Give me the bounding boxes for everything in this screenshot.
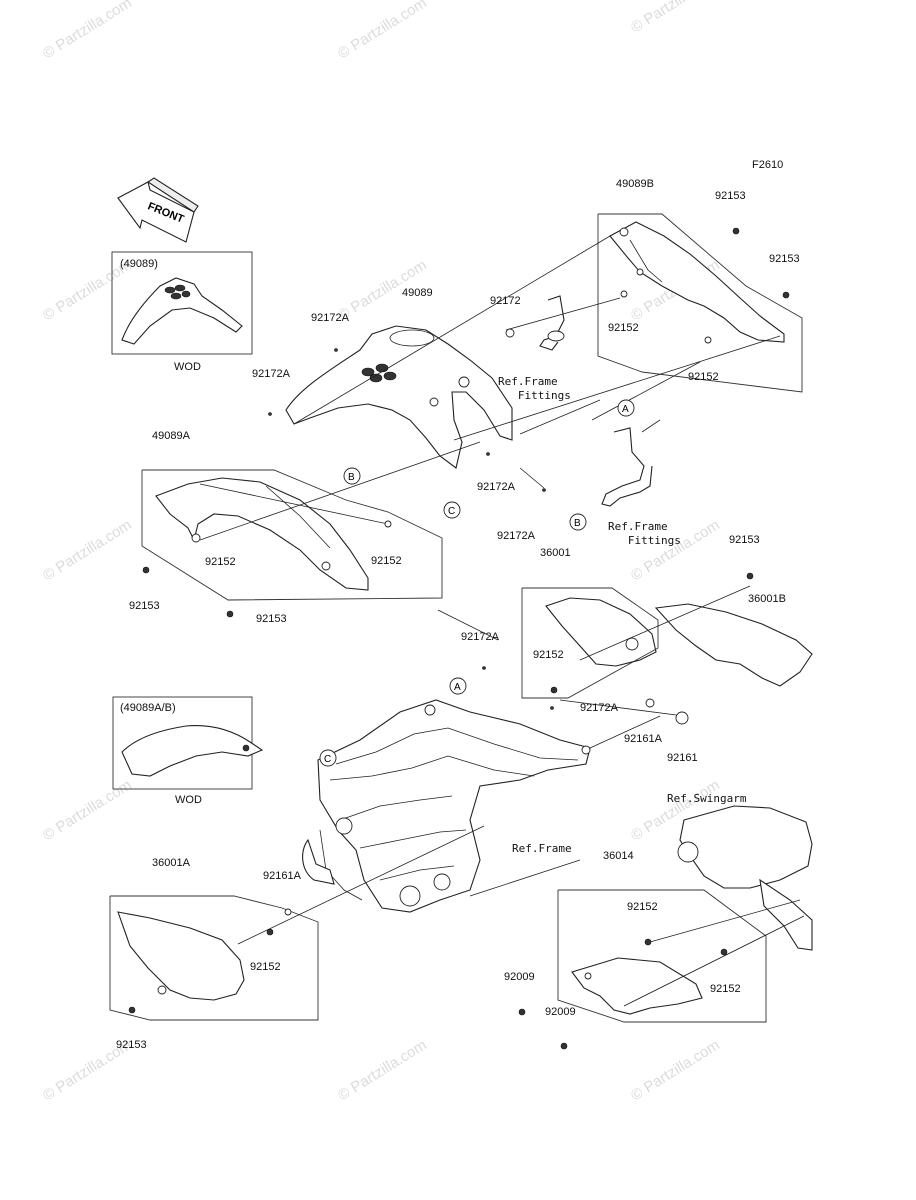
cover-49089-variant	[121, 277, 243, 345]
ref-frame: Ref.Frame	[512, 842, 572, 855]
side-cover-49089b	[609, 221, 785, 343]
callout-b-right: B	[569, 513, 587, 531]
variant-box-49089	[111, 251, 253, 355]
cover-49089ab-variant	[121, 725, 264, 777]
side-panel-36001a	[117, 911, 245, 1001]
box-36001a	[109, 895, 319, 1021]
part-label: 92153	[256, 613, 287, 625]
frame-fitting-a	[539, 295, 565, 351]
part-label: 92161A	[263, 870, 301, 882]
part-label: 92009	[545, 1006, 576, 1018]
part-label: 92152	[608, 322, 639, 334]
part-label: 36001A	[152, 857, 190, 869]
swingarm	[677, 805, 813, 951]
box-36001	[521, 587, 659, 699]
part-label: 92172A	[497, 530, 535, 542]
variant-code-mid: (49089A/B)	[120, 702, 176, 714]
box-36014	[557, 889, 767, 1023]
part-label: 92172A	[580, 702, 618, 714]
part-label: 92153	[715, 190, 746, 202]
variant-code-top: (49089)	[120, 258, 158, 270]
ref-swingarm: Ref.Swingarm	[667, 792, 747, 805]
part-label: 92152	[688, 371, 719, 383]
svg-text:A: A	[454, 682, 461, 693]
motorcycle-frame	[302, 699, 591, 913]
variant-note-mid: WOD	[175, 794, 202, 806]
part-label: 92152	[250, 961, 281, 973]
part-label: 92161	[667, 752, 698, 764]
leader-lines	[199, 235, 805, 1007]
part-label: 92172A	[461, 631, 499, 643]
callout-b-left: B	[343, 467, 361, 485]
part-label: 36001B	[748, 593, 786, 605]
side-panel-36001	[545, 597, 657, 667]
part-label: 92172	[490, 295, 521, 307]
callout-c-frame: C	[319, 749, 337, 767]
ref-frame-fittings-2: Ref.Frame Fittings	[608, 520, 681, 547]
frame-fitting-b	[601, 427, 653, 507]
part-label: 92153	[129, 600, 160, 612]
figure-code: F2610	[752, 159, 784, 171]
box-49089b	[597, 213, 803, 393]
part-label: 92009	[504, 971, 535, 983]
part-label: 92161A	[624, 733, 662, 745]
chain-guard-36014	[571, 957, 703, 1015]
part-label: 92152	[710, 983, 741, 995]
front-arrow-icon: FRONT	[117, 177, 199, 243]
svg-text:C: C	[324, 754, 331, 765]
part-label: 36001	[540, 547, 571, 559]
part-label: 92172A	[477, 481, 515, 493]
callout-c-left: C	[443, 501, 461, 519]
box-49089a	[141, 469, 443, 601]
variant-note-top: WOD	[174, 361, 201, 373]
part-label: 49089B	[616, 178, 654, 190]
part-label: 92152	[205, 556, 236, 568]
svg-text:B: B	[348, 472, 355, 483]
svg-text:B: B	[574, 518, 581, 529]
svg-text:C: C	[448, 506, 455, 517]
part-label: 92172A	[311, 312, 349, 324]
side-cover-49089a	[155, 477, 369, 591]
part-label: 92152	[371, 555, 402, 567]
svg-text:A: A	[622, 404, 629, 415]
ref-frame-fittings-1: Ref.Frame Fittings	[498, 375, 571, 402]
hardware-fasteners	[128, 227, 790, 1050]
part-label: 36014	[603, 850, 634, 862]
part-label: 92152	[627, 901, 658, 913]
part-label: 92153	[116, 1039, 147, 1051]
part-label: 92153	[769, 253, 800, 265]
part-label: 92172A	[252, 368, 290, 380]
side-panel-36001b	[654, 603, 813, 687]
tank-cover-49089	[285, 325, 513, 469]
part-label: 92153	[729, 534, 760, 546]
part-label: 49089	[402, 287, 433, 299]
callout-a-top: A	[617, 399, 635, 417]
callout-a-frame: A	[449, 677, 467, 695]
part-label: 49089A	[152, 430, 190, 442]
part-label: 92152	[533, 649, 564, 661]
